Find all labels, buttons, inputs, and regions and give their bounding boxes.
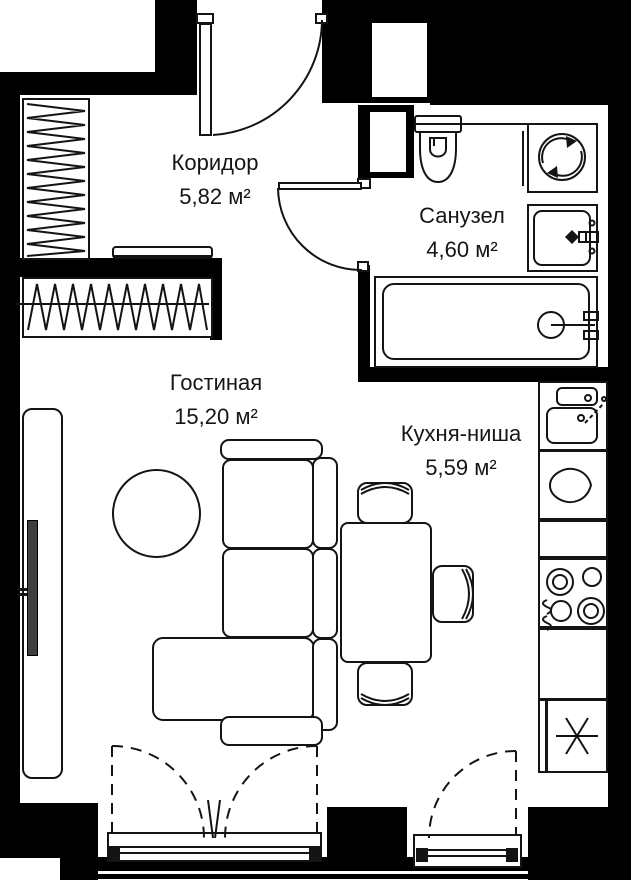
coat-closet: [22, 277, 213, 338]
chair: [432, 565, 474, 623]
tv: [27, 520, 38, 656]
window-cap: [416, 848, 428, 862]
kitchen-counter: [538, 628, 608, 700]
washing-machine: [527, 123, 598, 193]
door-jamb: [315, 13, 328, 24]
bathroom-door-leaf: [278, 182, 362, 190]
balcony-door-left: [111, 745, 318, 839]
room-name: Санузел: [419, 203, 505, 228]
round-table: [112, 469, 201, 558]
wall: [0, 72, 20, 805]
entrance-door-leaf: [199, 23, 212, 136]
room-name: Кухня-ниша: [400, 421, 522, 446]
window-glazing: [115, 846, 314, 854]
toilet-icon: [414, 115, 462, 184]
hob: [538, 558, 608, 628]
dining-table: [340, 522, 432, 663]
door-jamb: [357, 261, 369, 272]
window-cap: [309, 846, 321, 860]
room-area: 15,20 м²: [174, 404, 258, 429]
room-area: 5,59 м²: [425, 455, 497, 480]
wall: [210, 258, 222, 340]
sofa-chaise: [152, 637, 315, 721]
balcony-edge: [60, 874, 631, 879]
wardrobe-shelves: [22, 98, 90, 260]
sofa-backrest: [312, 548, 338, 639]
wall: [0, 258, 222, 277]
sofa-armrest: [220, 439, 323, 460]
shaft-niche: [372, 23, 427, 97]
wall: [0, 803, 98, 858]
tv-bracket: [18, 593, 31, 596]
kitchen-sink-drainboard: [556, 387, 598, 406]
wall: [0, 72, 197, 95]
bathroom-sink-basin: [533, 210, 591, 266]
wall: [430, 83, 631, 105]
chair: [357, 662, 413, 706]
wall: [358, 367, 631, 382]
wall: [450, 0, 631, 83]
balcony-door-right: [428, 750, 517, 839]
room-name: Коридор: [171, 150, 259, 175]
bathtub-basin: [382, 283, 590, 360]
window-glazing: [421, 849, 514, 857]
sofa-cushion: [222, 459, 314, 549]
room-label-bathroom: Санузел 4,60 м²: [419, 199, 505, 267]
room-area: 4,60 м²: [426, 237, 498, 262]
kitchen-sink-basin: [546, 407, 598, 444]
wall: [358, 265, 370, 367]
sofa-backrest: [312, 638, 338, 731]
wall: [608, 95, 631, 807]
kitchen-counter: [538, 520, 608, 558]
fridge: [546, 699, 608, 773]
chair: [357, 482, 413, 524]
kitchen-cabinet: [538, 450, 608, 520]
room-label-kitchen: Кухня-ниша 5,59 м²: [401, 417, 522, 485]
sofa-cushion: [222, 548, 314, 638]
room-name: Гостиная: [169, 370, 263, 395]
room-label-corridor: Коридор 5,82 м²: [172, 146, 259, 214]
window-cap: [506, 848, 518, 862]
room-area: 5,82 м²: [179, 184, 251, 209]
room-label-living: Гостиная 15,20 м²: [170, 366, 262, 434]
entrance-door-arc: [212, 19, 323, 136]
bathroom-door-arc: [277, 187, 363, 272]
window-cap: [108, 846, 120, 860]
bench: [112, 246, 213, 259]
shaft-niche: [370, 112, 406, 172]
sofa-backrest: [312, 457, 338, 549]
tv-bracket: [18, 588, 31, 591]
sofa-armrest: [220, 716, 323, 746]
